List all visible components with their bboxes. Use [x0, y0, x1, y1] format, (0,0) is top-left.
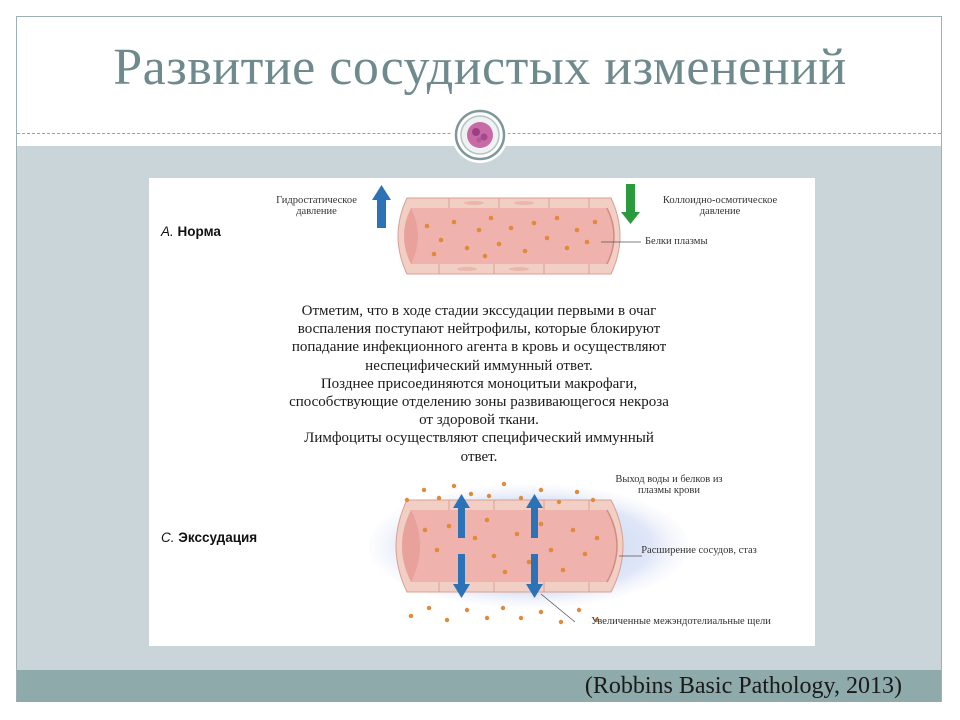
overlay-line: попадание инфекционного агента в кровь и…: [291, 339, 667, 356]
overlay-line: способствующие отделению зоны развивающе…: [289, 394, 669, 411]
plasma-proteins-c: [422, 517, 600, 575]
overlay-line: воспаления поступают нейтрофилы, которые…: [297, 321, 661, 338]
panel-a-letter: A.: [161, 224, 174, 239]
label-hydrostatic: Гидростатическое давление: [276, 195, 357, 217]
label-colloid: Коллоидно-осмотическое давление: [662, 195, 778, 217]
figure-drawing: [369, 184, 689, 625]
panel-c-label: C. Экссудация: [161, 530, 257, 545]
panel-a-label: A. Норма: [161, 224, 221, 239]
cell-medallion-icon: [452, 107, 508, 163]
outflow-arrow-icon: [453, 494, 543, 598]
colloid-arrow-icon: [621, 184, 640, 224]
overlay-line: Позднее присоединяются моноцитыи макрофа…: [320, 375, 638, 392]
panel-c-name: Экссудация: [178, 530, 258, 545]
plasma-proteins-a: [424, 215, 598, 259]
label-outflow: Выход воды и белков из плазмы крови: [615, 474, 723, 496]
label-dilation: Расширение сосудов, стаз: [641, 545, 757, 556]
label-gaps: Увеличенные межэндотелиальные щели: [591, 616, 771, 627]
overlay-line: ответ.: [460, 448, 498, 465]
label-proteins: Белки плазмы: [645, 236, 708, 247]
slide-title: Развитие сосудистых изменений: [113, 39, 847, 96]
overlay-line: Отметим, что в ходе стадии экссудации пе…: [301, 303, 657, 319]
leader-gaps: [540, 593, 576, 623]
citation: (Robbins Basic Pathology, 2013): [584, 673, 902, 699]
footer-bar: [17, 670, 941, 702]
panel-a-name: Норма: [177, 224, 221, 239]
vessel-exudation: [395, 499, 624, 593]
vessel-normal: [397, 197, 621, 275]
hydrostatic-arrow-icon: [372, 185, 391, 228]
overlay-text: Отметим, что в ходе стадии экссудации пе…: [229, 302, 729, 466]
overlay-line: неспецифический иммунный ответ.: [365, 357, 593, 374]
extravasated-proteins: [404, 481, 600, 625]
vascular-figure: Гидростатическое давление Коллоидно-осмо…: [149, 178, 815, 646]
panel-c-letter: C.: [161, 530, 175, 545]
overlay-line: от здоровой ткани.: [419, 412, 539, 429]
overlay-line: Лимфоциты осуществляют специфический имм…: [304, 430, 654, 447]
